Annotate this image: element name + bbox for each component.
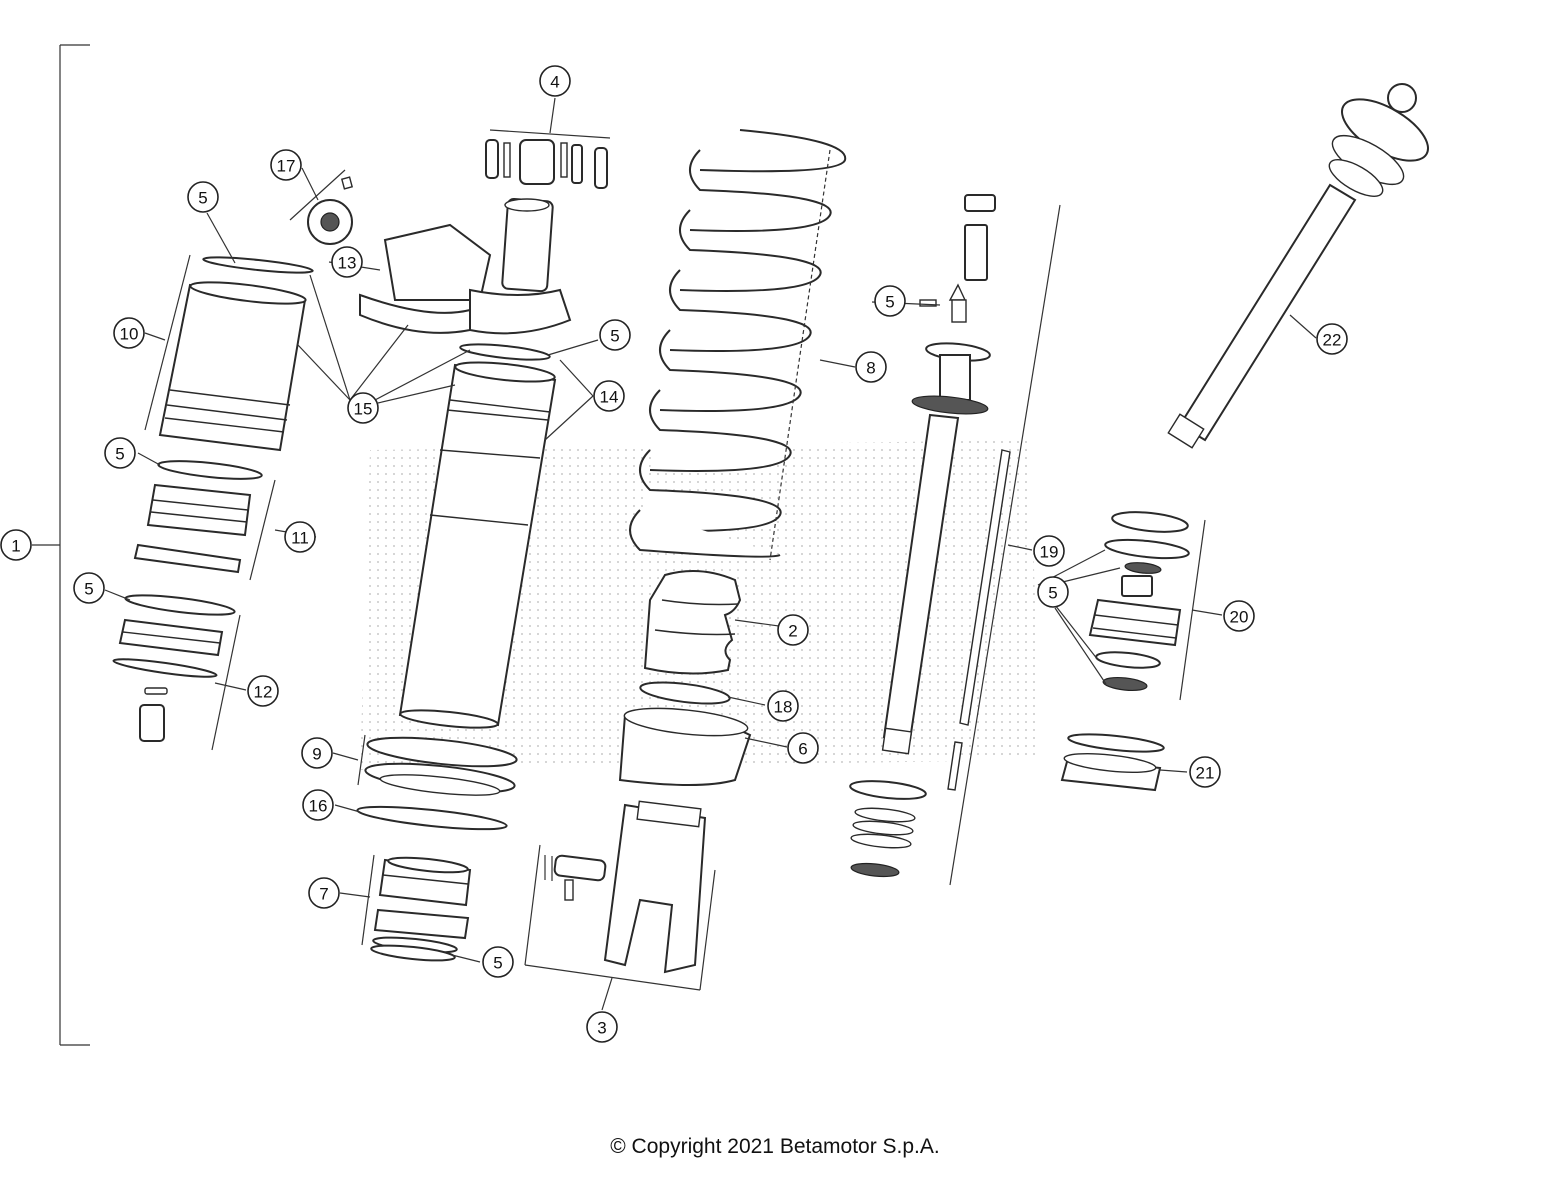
callout-22: 22 (1316, 323, 1348, 355)
part-washer-18 (639, 681, 731, 705)
callout-label: 5 (610, 327, 619, 346)
part-bushing-kit (485, 129, 611, 189)
callout-5-shaft: 5 (874, 285, 906, 317)
copyright-notice: © Copyright 2021 Betamotor S.p.A. (610, 1135, 940, 1158)
callout-label: 5 (84, 580, 93, 599)
callout-label: 18 (774, 698, 793, 717)
part-lower-cup (618, 707, 752, 786)
callout-label: 6 (798, 740, 807, 759)
callout-18: 18 (767, 690, 799, 722)
callout-label: 4 (550, 73, 559, 92)
callout-5-reservoir: 5 (104, 437, 136, 469)
callout-15: 15 (347, 392, 379, 424)
assembly-bracket (59, 44, 90, 1046)
callout-1: 1 (0, 529, 32, 561)
bracket-10 (144, 254, 191, 431)
callout-16: 16 (302, 789, 334, 821)
callout-17: 17 (270, 149, 302, 181)
callout-label: 5 (1048, 584, 1057, 603)
callout-label: 5 (493, 954, 502, 973)
part-bump-stop (643, 570, 742, 675)
callout-2: 2 (777, 614, 809, 646)
part-oring-16 (356, 805, 508, 831)
callout-13: 13 (331, 246, 363, 278)
callout-9: 9 (301, 737, 333, 769)
part-bearing (289, 169, 354, 245)
callout-label: 14 (600, 388, 619, 407)
callout-19: 19 (1033, 535, 1065, 567)
callout-label: 15 (354, 400, 373, 419)
callout-8: 8 (855, 351, 887, 383)
part-piston-stack (1088, 511, 1206, 701)
callout-label: 17 (277, 157, 296, 176)
callout-label: 1 (11, 537, 20, 556)
callout-12: 12 (247, 675, 279, 707)
callout-20: 20 (1223, 600, 1255, 632)
callout-label: 2 (788, 622, 797, 641)
callout-label: 5 (885, 293, 894, 312)
callout-6: 6 (787, 732, 819, 764)
callout-4: 4 (539, 65, 571, 97)
callout-label: 5 (198, 189, 207, 208)
callout-5-seal: 5 (482, 946, 514, 978)
callout-label: 16 (309, 797, 328, 816)
callout-label: 20 (1230, 608, 1249, 627)
callout-label: 12 (254, 683, 273, 702)
callout-10: 10 (113, 317, 145, 349)
callout-3: 3 (586, 1011, 618, 1043)
callout-7: 7 (308, 877, 340, 909)
part-seal-head (361, 854, 472, 962)
callout-label: 19 (1040, 543, 1059, 562)
part-reservoir (158, 281, 307, 452)
callout-5-top: 5 (187, 181, 219, 213)
callout-5-piston: 5 (1037, 576, 1069, 608)
callout-label: 5 (115, 445, 124, 464)
callout-11: 11 (284, 521, 316, 553)
callout-label: 9 (312, 745, 321, 764)
part-top-head (359, 197, 572, 335)
callout-14: 14 (593, 380, 625, 412)
callout-label: 7 (319, 885, 328, 904)
callout-label: 8 (866, 359, 875, 378)
part-oring-2 (157, 460, 263, 480)
part-preload-nuts (357, 734, 518, 796)
part-piston-rod (1167, 83, 1429, 449)
part-shaft-assembly (849, 194, 1061, 886)
callout-label: 22 (1323, 331, 1342, 350)
callout-label: 21 (1196, 764, 1215, 783)
part-lower-clevis (524, 800, 716, 991)
callout-label: 13 (338, 254, 357, 273)
part-oring-top (202, 256, 314, 274)
callout-5-body: 5 (599, 319, 631, 351)
part-shock-body (398, 343, 557, 729)
callout-21: 21 (1189, 756, 1221, 788)
part-spring (629, 129, 847, 561)
part-reservoir-cap (112, 594, 241, 751)
part-base-valve (1060, 733, 1165, 792)
callout-label: 3 (597, 1019, 606, 1038)
callout-5-cap: 5 (73, 572, 105, 604)
part-floating-piston (133, 479, 276, 581)
callout-label: 11 (291, 529, 309, 548)
callout-label: 10 (120, 325, 139, 344)
